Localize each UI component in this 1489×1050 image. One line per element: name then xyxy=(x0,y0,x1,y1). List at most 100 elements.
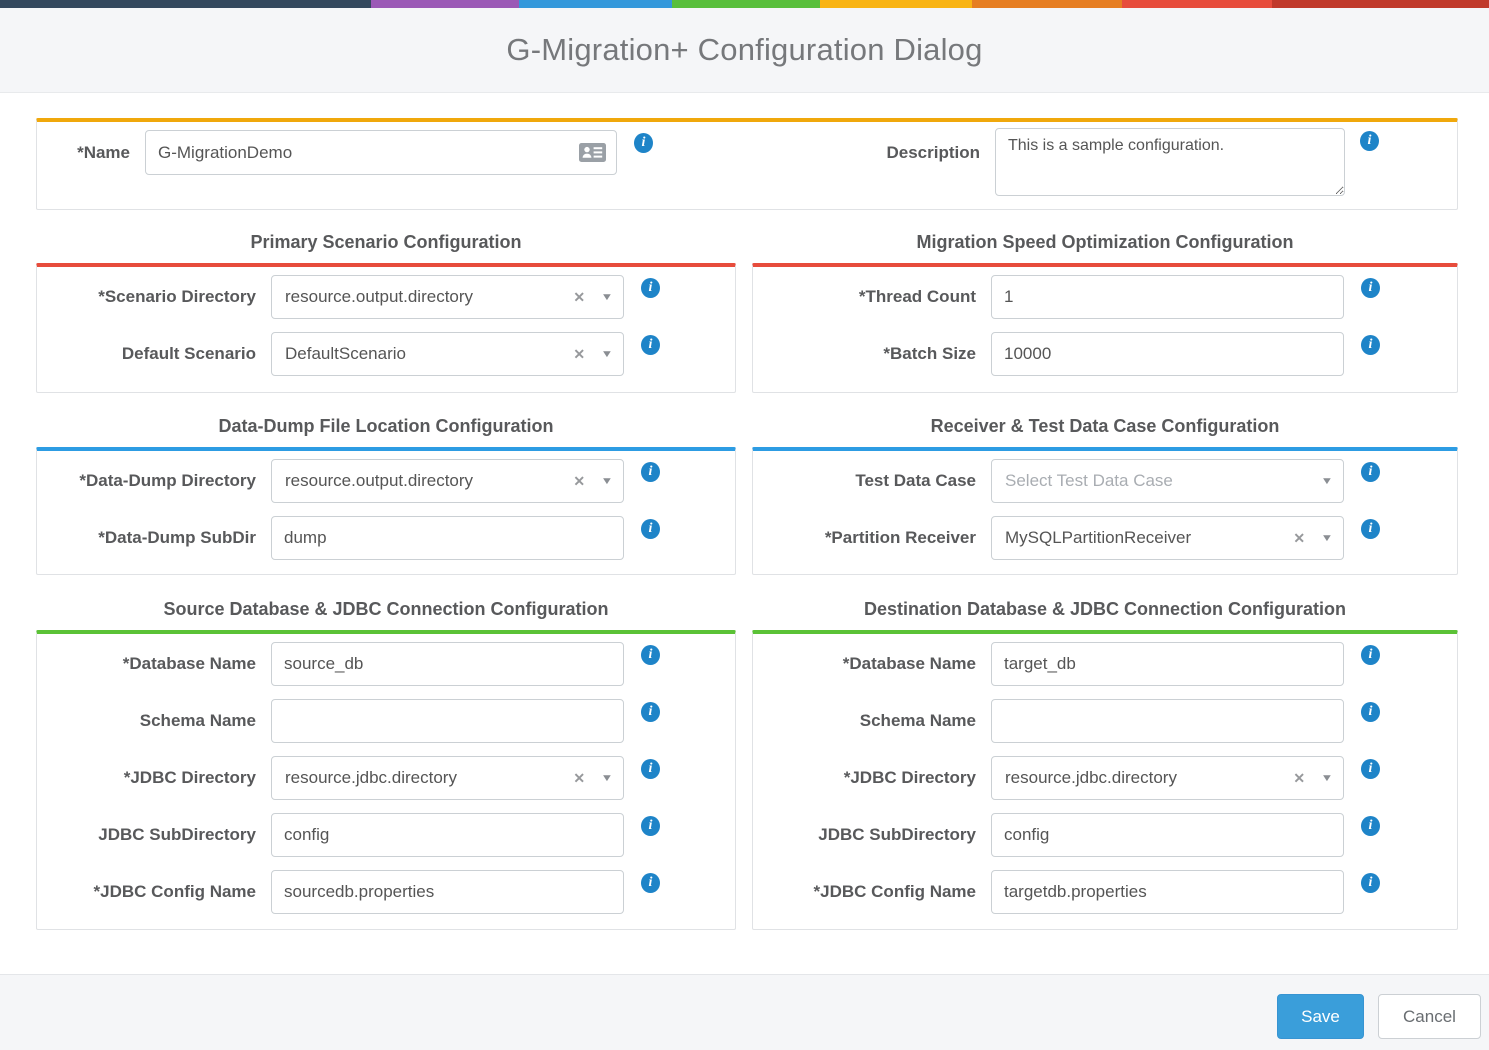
info-icon[interactable]: i xyxy=(1361,702,1380,722)
test-data-case-label: Test Data Case xyxy=(855,471,976,490)
dropdown-caret-icon[interactable]: ▼ xyxy=(1320,772,1334,784)
dropdown-caret-icon[interactable]: ▼ xyxy=(600,475,614,487)
source-jdbc-directory-row: *JDBC Directory resource.jdbc.directory … xyxy=(37,756,735,800)
jdbc-config-name-label: *JDBC Config Name xyxy=(93,882,256,901)
datadump-directory-label: *Data-Dump Directory xyxy=(79,471,256,490)
info-icon[interactable]: i xyxy=(1361,759,1380,779)
source-jdbc-config-name-row: *JDBC Config Name i xyxy=(37,870,735,914)
destination-database-name-input[interactable] xyxy=(991,642,1344,686)
source-schema-name-input[interactable] xyxy=(271,699,624,743)
info-icon[interactable]: i xyxy=(1361,873,1380,893)
info-icon[interactable]: i xyxy=(641,816,660,836)
info-icon[interactable]: i xyxy=(1361,816,1380,836)
scenario-directory-combobox[interactable]: resource.output.directory ✕ ▼ xyxy=(271,275,624,319)
name-label: *Name xyxy=(77,143,130,162)
info-icon[interactable]: i xyxy=(1361,519,1380,539)
clear-icon[interactable]: ✕ xyxy=(573,288,586,305)
source-database-name-input[interactable] xyxy=(271,642,624,686)
destination-jdbc-subdirectory-input[interactable] xyxy=(991,813,1344,857)
clear-icon[interactable]: ✕ xyxy=(573,769,586,786)
dropdown-caret-icon[interactable]: ▼ xyxy=(1320,532,1334,544)
primary-scenario-panel: *Scenario Directory resource.output.dire… xyxy=(36,263,736,393)
info-icon[interactable]: i xyxy=(1361,335,1380,355)
combobox-placeholder: Select Test Data Case xyxy=(1005,471,1173,490)
combobox-value: resource.jdbc.directory xyxy=(1005,768,1177,787)
receiver-panel: Test Data Case Select Test Data Case ▼ i… xyxy=(752,447,1458,575)
datadump-directory-row: *Data-Dump Directory resource.output.dir… xyxy=(37,459,735,503)
default-scenario-combobox[interactable]: DefaultScenario ✕ ▼ xyxy=(271,332,624,376)
info-icon[interactable]: i xyxy=(641,873,660,893)
section-heading-receiver: Receiver & Test Data Case Configuration xyxy=(930,416,1280,436)
test-data-case-row: Test Data Case Select Test Data Case ▼ i xyxy=(753,459,1457,503)
dialog-footer: Save Cancel xyxy=(0,974,1489,1050)
info-icon[interactable]: i xyxy=(634,133,653,153)
description-textarea[interactable]: This is a sample configuration. xyxy=(995,128,1345,196)
combobox-value: MySQLPartitionReceiver xyxy=(1005,528,1192,547)
info-icon[interactable]: i xyxy=(641,335,660,355)
info-icon[interactable]: i xyxy=(1361,645,1380,665)
database-name-label: *Database Name xyxy=(842,654,976,673)
default-scenario-row: Default Scenario DefaultScenario ✕ ▼ i xyxy=(37,332,735,376)
source-jdbc-config-name-input[interactable] xyxy=(271,870,624,914)
info-icon[interactable]: i xyxy=(641,759,660,779)
color-segment xyxy=(972,0,1122,8)
combobox-value: resource.output.directory xyxy=(285,287,474,306)
clear-icon[interactable]: ✕ xyxy=(573,472,586,489)
destination-jdbc-subdirectory-row: JDBC SubDirectory i xyxy=(753,813,1457,857)
clear-icon[interactable]: ✕ xyxy=(573,345,586,362)
section-heading-source-db: Source Database & JDBC Connection Config… xyxy=(163,599,609,619)
destination-jdbc-config-name-row: *JDBC Config Name i xyxy=(753,870,1457,914)
batch-size-label: *Batch Size xyxy=(883,344,976,363)
destination-schema-name-input[interactable] xyxy=(991,699,1344,743)
scenario-directory-row: *Scenario Directory resource.output.dire… xyxy=(37,275,735,319)
source-db-panel: *Database Name i Schema Name i *JDBC Dir… xyxy=(36,630,736,930)
info-icon[interactable]: i xyxy=(641,702,660,722)
destination-schema-name-row: Schema Name i xyxy=(753,699,1457,743)
partition-receiver-row: *Partition Receiver MySQLPartitionReceiv… xyxy=(753,516,1457,560)
info-icon[interactable]: i xyxy=(1361,462,1380,482)
combobox-value: resource.output.directory xyxy=(285,471,474,490)
top-color-bar xyxy=(0,0,1489,8)
jdbc-directory-label: *JDBC Directory xyxy=(123,768,256,787)
source-schema-name-row: Schema Name i xyxy=(37,699,735,743)
dropdown-caret-icon[interactable]: ▼ xyxy=(600,291,614,303)
name-input-wrap xyxy=(145,130,617,175)
info-icon[interactable]: i xyxy=(1360,131,1379,151)
thread-count-input[interactable] xyxy=(991,275,1344,319)
partition-receiver-combobox[interactable]: MySQLPartitionReceiver ✕ ▼ xyxy=(991,516,1344,560)
info-icon[interactable]: i xyxy=(641,645,660,665)
jdbc-directory-label: *JDBC Directory xyxy=(843,768,976,787)
clear-icon[interactable]: ✕ xyxy=(1293,529,1306,546)
dropdown-caret-icon[interactable]: ▼ xyxy=(1320,475,1334,487)
database-name-label: *Database Name xyxy=(122,654,256,673)
info-icon[interactable]: i xyxy=(1361,278,1380,298)
destination-jdbc-directory-combobox[interactable]: resource.jdbc.directory ✕ ▼ xyxy=(991,756,1344,800)
name-input[interactable] xyxy=(145,130,617,175)
jdbc-subdirectory-label: JDBC SubDirectory xyxy=(98,825,256,844)
source-database-name-row: *Database Name i xyxy=(37,642,735,686)
dropdown-caret-icon[interactable]: ▼ xyxy=(600,772,614,784)
info-icon[interactable]: i xyxy=(641,462,660,482)
save-button[interactable]: Save xyxy=(1277,994,1364,1039)
combobox-value: resource.jdbc.directory xyxy=(285,768,457,787)
source-jdbc-directory-combobox[interactable]: resource.jdbc.directory ✕ ▼ xyxy=(271,756,624,800)
batch-size-input[interactable] xyxy=(991,332,1344,376)
batch-size-row: *Batch Size i xyxy=(753,332,1457,376)
dropdown-caret-icon[interactable]: ▼ xyxy=(600,348,614,360)
color-segment xyxy=(371,0,519,8)
source-jdbc-subdirectory-row: JDBC SubDirectory i xyxy=(37,813,735,857)
test-data-case-combobox[interactable]: Select Test Data Case ▼ xyxy=(991,459,1344,503)
cancel-button[interactable]: Cancel xyxy=(1378,994,1481,1039)
migration-speed-panel: *Thread Count i *Batch Size i xyxy=(752,263,1458,393)
clear-icon[interactable]: ✕ xyxy=(1293,769,1306,786)
destination-jdbc-config-name-input[interactable] xyxy=(991,870,1344,914)
info-icon[interactable]: i xyxy=(641,519,660,539)
info-icon[interactable]: i xyxy=(641,278,660,298)
description-label: Description xyxy=(886,143,980,162)
source-jdbc-subdirectory-input[interactable] xyxy=(271,813,624,857)
schema-name-label: Schema Name xyxy=(139,711,256,730)
datadump-directory-combobox[interactable]: resource.output.directory ✕ ▼ xyxy=(271,459,624,503)
datadump-subdir-input[interactable] xyxy=(271,516,624,560)
section-heading-primary-scenario: Primary Scenario Configuration xyxy=(250,232,522,252)
